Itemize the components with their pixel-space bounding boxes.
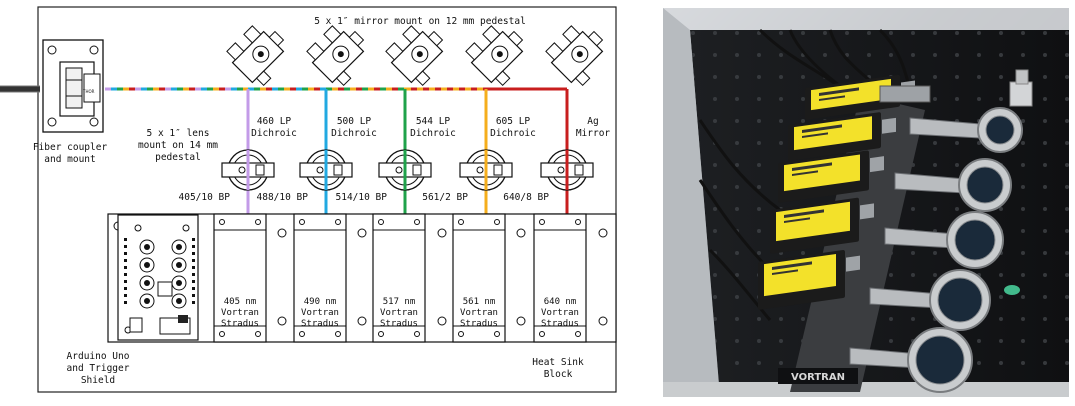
arduino-label-line3: Shield xyxy=(81,375,115,386)
lens-mount-label-line3: pedestal xyxy=(155,152,201,163)
laser-label: Stradus xyxy=(541,319,579,329)
laser-label: Stradus xyxy=(221,319,259,329)
photo-optics-mounts xyxy=(849,107,1023,393)
schematic-panel: THOR Fiber coupler and mount 5 x 1″ mirr… xyxy=(0,6,617,393)
laser-label: Vortran xyxy=(541,308,579,318)
laser-label: Stradus xyxy=(301,319,339,329)
heatsink-label-line1: Heat Sink xyxy=(532,357,584,368)
photo-lens-ring-3 xyxy=(884,211,1004,269)
laser-label: Vortran xyxy=(460,308,498,318)
thorlabs-logo: THOR xyxy=(82,89,95,94)
fiber-coupler-mount: THOR xyxy=(42,39,104,133)
arduino-label-line1: Arduino Uno xyxy=(67,351,130,362)
photo-lens-ring-1 xyxy=(909,107,1023,153)
mirror-mount-4 xyxy=(465,25,524,86)
enclosure-front-lip xyxy=(663,382,1069,397)
photo-heat-sink xyxy=(790,95,925,392)
enclosure-side-wall xyxy=(663,8,720,397)
photo-laser-head-4 xyxy=(770,197,874,254)
photo-lens-ring-5 xyxy=(849,327,973,393)
mirror-label-line1: 605 LP xyxy=(496,116,531,127)
setup-photo: VORTRAN xyxy=(663,8,1069,397)
lens-mounts: 405/10 BP 488/10 BP 514/10 BP 561/2 BP 640/8… xyxy=(179,149,594,203)
mirror-mount-2 xyxy=(306,25,365,86)
fiber-coupler-label-line2: and mount xyxy=(44,154,95,165)
lens-mount-label-line1: 5 x 1″ lens xyxy=(147,128,210,139)
mirror-label-line2: Dichroic xyxy=(410,128,456,139)
vortran-plate xyxy=(778,368,858,384)
laser-label: Vortran xyxy=(221,308,259,318)
mirror-mount-3 xyxy=(385,25,444,86)
mirror-label-line2: Dichroic xyxy=(251,128,297,139)
vortran-logo: VORTRAN xyxy=(791,372,845,383)
filter-label: 488/10 BP xyxy=(257,192,309,203)
lens-mount-1 xyxy=(221,149,275,191)
fiber-cable xyxy=(0,85,40,93)
lens-mount-3 xyxy=(378,149,432,191)
filter-label: 514/10 BP xyxy=(336,192,388,203)
laser-label: Vortran xyxy=(380,308,418,318)
laser-label: Stradus xyxy=(380,319,418,329)
mirror-label-line1: Ag xyxy=(587,116,598,127)
arduino-board xyxy=(117,214,199,341)
photo-lens-ring-2 xyxy=(894,158,1012,212)
filter-label: 640/8 BP xyxy=(503,192,549,203)
mirror-label-line1: 460 LP xyxy=(257,116,292,127)
photo-laser-head-2 xyxy=(788,112,896,161)
laser-label: 561 nm xyxy=(463,297,496,307)
green-beam-glow xyxy=(1004,285,1020,295)
mirror-label-line2: Dichroic xyxy=(490,128,536,139)
filter-label: 561/2 BP xyxy=(422,192,468,203)
photo-lens-ring-4 xyxy=(869,269,991,331)
fiber-coupler-label-line1: Fiber coupler xyxy=(33,142,108,153)
photo-laser-head-5 xyxy=(758,250,860,310)
mirror-label-line1: 500 LP xyxy=(337,116,372,127)
mirror-label-line2: Mirror xyxy=(576,128,611,139)
arduino-label-line2: and Trigger xyxy=(67,363,130,374)
photo-connector-panel xyxy=(879,85,931,103)
filter-label: 405/10 BP xyxy=(179,192,231,203)
laser-label: 517 nm xyxy=(383,297,416,307)
mirror-label-line2: Dichroic xyxy=(331,128,377,139)
lens-mount-2 xyxy=(299,149,353,191)
laser-label: 405 nm xyxy=(224,297,257,307)
photo-laser-head-3 xyxy=(778,150,884,203)
laser-label: Stradus xyxy=(460,319,498,329)
laser-label: 490 nm xyxy=(304,297,337,307)
mirror-mount-1 xyxy=(226,25,285,86)
lens-mount-label-line2: mount on 14 mm xyxy=(138,140,218,151)
mirror-label-line1: 544 LP xyxy=(416,116,451,127)
laser-label: 640 nm xyxy=(544,297,577,307)
laser-label: Vortran xyxy=(301,308,339,318)
mirror-mount-title: 5 x 1″ mirror mount on 12 mm pedestal xyxy=(314,16,526,27)
lens-mount-4 xyxy=(459,149,513,191)
lens-mount-5 xyxy=(540,149,594,191)
heatsink-label-line2: Block xyxy=(544,369,573,380)
mirror-mount-5 xyxy=(545,25,604,86)
photo-top-mirror xyxy=(1009,81,1033,107)
photo-laser-heads xyxy=(758,74,915,310)
